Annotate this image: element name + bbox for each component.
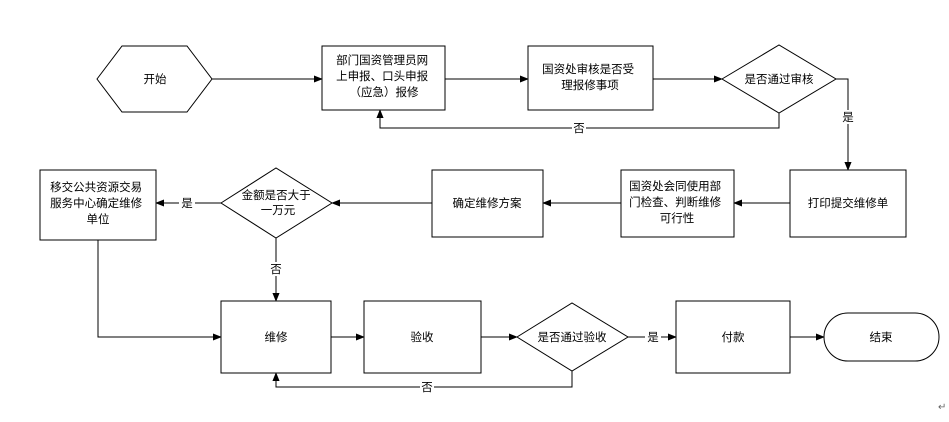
transfer-node [39, 169, 157, 241]
repair-label: 维修 [265, 330, 288, 344]
label-bg [269, 262, 283, 276]
pay-node [675, 300, 791, 374]
start-label: 开始 [144, 72, 167, 86]
amount-label: 金额是否大于 一万元 [242, 188, 315, 217]
edge-approve-yes [836, 78, 852, 171]
edge-label-amount-no: 否 [270, 262, 282, 276]
label-bg [420, 380, 434, 394]
approve-decision [721, 44, 837, 114]
pass-label: 是否通过验收 [538, 330, 607, 344]
print-label: 打印提交维修单 [808, 196, 889, 210]
review-label: 国资处审核是否受 理报修事项 [542, 62, 638, 92]
end-label: 结束 [870, 330, 893, 344]
edge-label-pass-no: 否 [421, 380, 433, 394]
amount-decision [220, 167, 333, 239]
paragraph-mark: ↵ [938, 402, 946, 413]
report-node [321, 45, 446, 111]
print-node [789, 169, 907, 238]
repair-node [220, 300, 332, 374]
end-node [823, 312, 940, 362]
edge-transfer-repair [97, 240, 222, 341]
report-label: 部门国资管理员网 上申报、口头申报 （应急）报修 [336, 53, 432, 99]
accept-node [363, 300, 482, 374]
accept-label: 验收 [411, 330, 434, 344]
approve-label: 是否通过审核 [745, 72, 814, 86]
pay-label: 付款 [722, 330, 745, 344]
review-node [527, 45, 654, 111]
edge-labels: 否 是 是 否 是 否 [179, 110, 855, 394]
plan-node [431, 169, 544, 238]
inspect-node [620, 169, 735, 238]
transfer-label: 移交公共资源交易 服务中心确定维修 单位 [50, 180, 146, 226]
label-bg [841, 110, 855, 124]
start-node [96, 45, 213, 113]
edge-label-approve-no: 否 [573, 121, 585, 135]
label-bg [645, 330, 661, 344]
edge-label-amount-yes: 是 [181, 196, 193, 210]
pass-decision [516, 302, 629, 372]
nodes: 开始 部门国资管理员网 上申报、口头申报 （应急）报修 国资处审核是否受 理报修… [39, 44, 940, 374]
plan-label: 确定维修方案 [453, 196, 522, 210]
label-bg [179, 196, 195, 210]
label-bg [572, 121, 586, 135]
edge-label-approve-yes: 是 [842, 110, 854, 124]
edge-label-pass-yes: 是 [647, 330, 659, 344]
inspect-label: 国资处会同使用部 门检查、判断维修 可行性 [629, 179, 725, 225]
